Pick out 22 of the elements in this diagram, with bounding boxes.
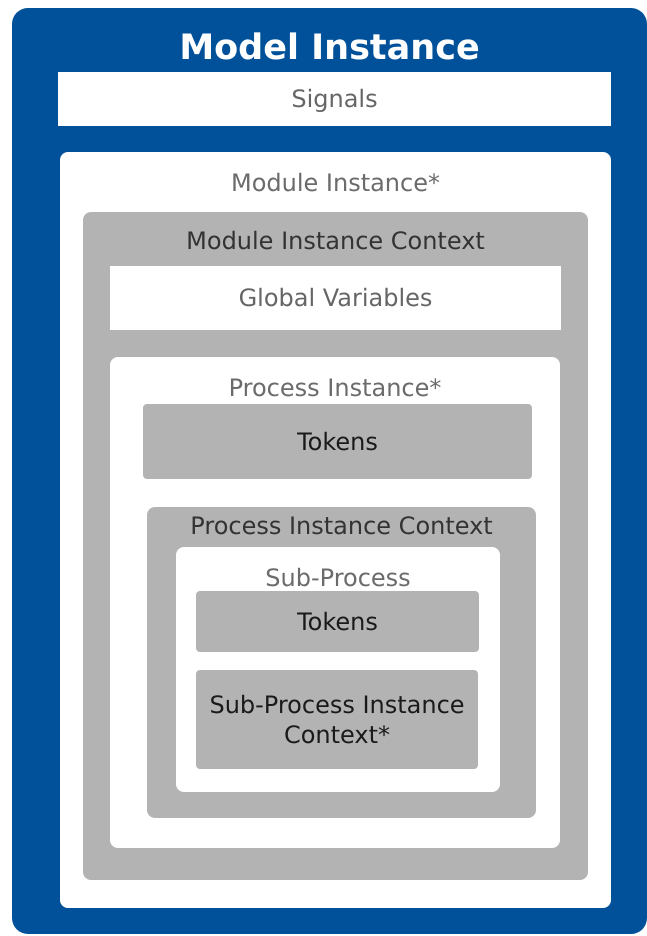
box-label: Module Instance Context xyxy=(185,226,486,256)
box-label: Sub-Process Instance Context* xyxy=(208,690,466,750)
tokens-box xyxy=(143,404,532,479)
signals-box xyxy=(58,72,611,126)
box-label: Tokens xyxy=(296,426,379,456)
tokens-box xyxy=(196,591,479,652)
context-box xyxy=(196,670,478,769)
sub-process-panel xyxy=(176,547,500,792)
module-instance-panel xyxy=(60,152,611,908)
box-label: Sub-Process xyxy=(264,563,412,593)
box-label: Global Variables xyxy=(238,283,434,313)
box-label: Model Instance xyxy=(178,27,481,70)
box-label: Tokens xyxy=(296,606,379,636)
box-label: Process Instance* xyxy=(228,373,442,403)
context-panel xyxy=(147,507,536,818)
outer-panel xyxy=(12,8,647,934)
box-label: Process Instance Context xyxy=(189,511,494,541)
variables-box xyxy=(110,266,561,330)
box-label: Signals xyxy=(290,84,379,114)
process-instance-panel xyxy=(110,357,560,848)
context-panel xyxy=(83,212,588,880)
box-label: Module Instance* xyxy=(230,168,441,198)
